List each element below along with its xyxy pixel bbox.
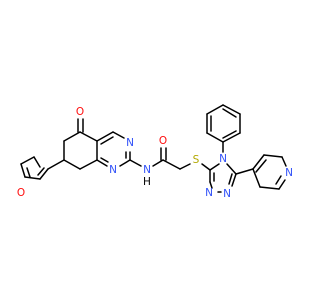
bond <box>152 159 164 167</box>
furan-oxygen-label: O <box>17 187 25 199</box>
amide-nitrogen-label: N <box>143 164 151 176</box>
bond <box>100 157 109 163</box>
bond <box>33 156 41 168</box>
bond <box>222 104 241 115</box>
bond <box>252 168 261 188</box>
amide-hydrogen-label: H <box>143 176 151 188</box>
bond <box>275 175 282 185</box>
bond <box>129 159 142 167</box>
bond <box>209 163 220 171</box>
pyridine-nitrogen-label: N <box>285 167 293 179</box>
bond <box>222 132 241 143</box>
triazole-n2-label: N <box>205 187 213 199</box>
bond <box>96 131 114 142</box>
bond <box>222 130 237 139</box>
bond <box>263 154 283 158</box>
pyrimidine-n3-label: N <box>126 137 134 149</box>
bond <box>281 156 287 167</box>
bond <box>47 159 65 170</box>
bond <box>278 179 286 190</box>
bond <box>26 167 31 178</box>
bond <box>63 159 81 170</box>
bond <box>179 163 191 170</box>
bond <box>20 163 26 178</box>
bond <box>162 159 181 170</box>
atom-label-layer: O O N N N H O S N N N N <box>17 106 293 200</box>
molecule-diagram: O O N N N H O S N N N N <box>17 104 293 200</box>
bond <box>231 173 237 187</box>
triazole-n1-label: N <box>223 188 231 200</box>
bond <box>112 131 125 139</box>
triazole-n4-label: N <box>219 153 227 165</box>
bond <box>20 156 35 165</box>
bond <box>201 163 211 171</box>
bond <box>252 154 265 170</box>
bond <box>206 104 224 115</box>
bond <box>39 168 49 180</box>
amide-oxygen-label: O <box>159 135 167 147</box>
bond <box>222 108 237 118</box>
bond <box>119 159 131 167</box>
bond <box>63 131 81 142</box>
ketone-oxygen-label: O <box>76 106 84 118</box>
thioether-sulfur-label: S <box>193 154 200 166</box>
bond <box>206 132 224 143</box>
bond <box>228 173 233 185</box>
pyrimidine-n1-label: N <box>109 164 117 176</box>
bond <box>24 176 41 180</box>
bond <box>255 159 267 173</box>
bond <box>209 181 213 189</box>
bond <box>259 186 280 190</box>
bond <box>96 159 108 167</box>
bond <box>100 136 114 145</box>
bond <box>37 167 45 176</box>
bond <box>79 131 98 142</box>
bond <box>79 159 98 170</box>
bond <box>235 168 254 175</box>
bond <box>226 163 237 175</box>
bond-layer <box>20 104 287 193</box>
